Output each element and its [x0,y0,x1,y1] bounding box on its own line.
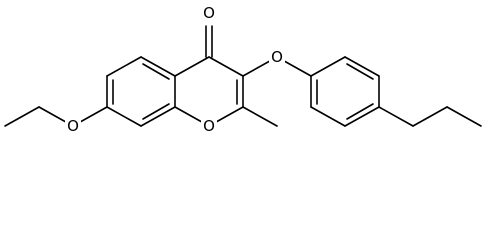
carbonyl-oxygen: O [201,3,217,22]
atom-label-layer: O O O O [65,3,285,135]
bond [346,103,374,120]
bond [344,56,380,77]
bond [140,56,176,77]
bond [106,106,142,127]
bond-layer [4,25,482,127]
atom-symbol: O [203,117,215,135]
ether-oxygen: O [269,47,285,66]
bond [346,63,374,80]
bond [4,106,40,127]
bond [140,106,176,127]
bond [242,106,278,127]
bond [174,56,210,77]
bond [208,56,244,77]
structure-diagram: O O O O [4,3,482,135]
bond [142,103,170,120]
bond [446,106,482,127]
bond [412,106,448,127]
bond [310,106,346,127]
bond [142,63,170,80]
bond [310,56,346,77]
ring-oxygen: O [201,116,217,135]
ethoxy-oxygen: O [65,116,81,135]
atom-symbol: O [67,117,79,135]
atom-symbol: O [203,4,215,22]
bond [106,56,142,77]
atom-symbol: O [271,48,283,66]
bond [344,106,380,127]
bond [378,106,414,127]
